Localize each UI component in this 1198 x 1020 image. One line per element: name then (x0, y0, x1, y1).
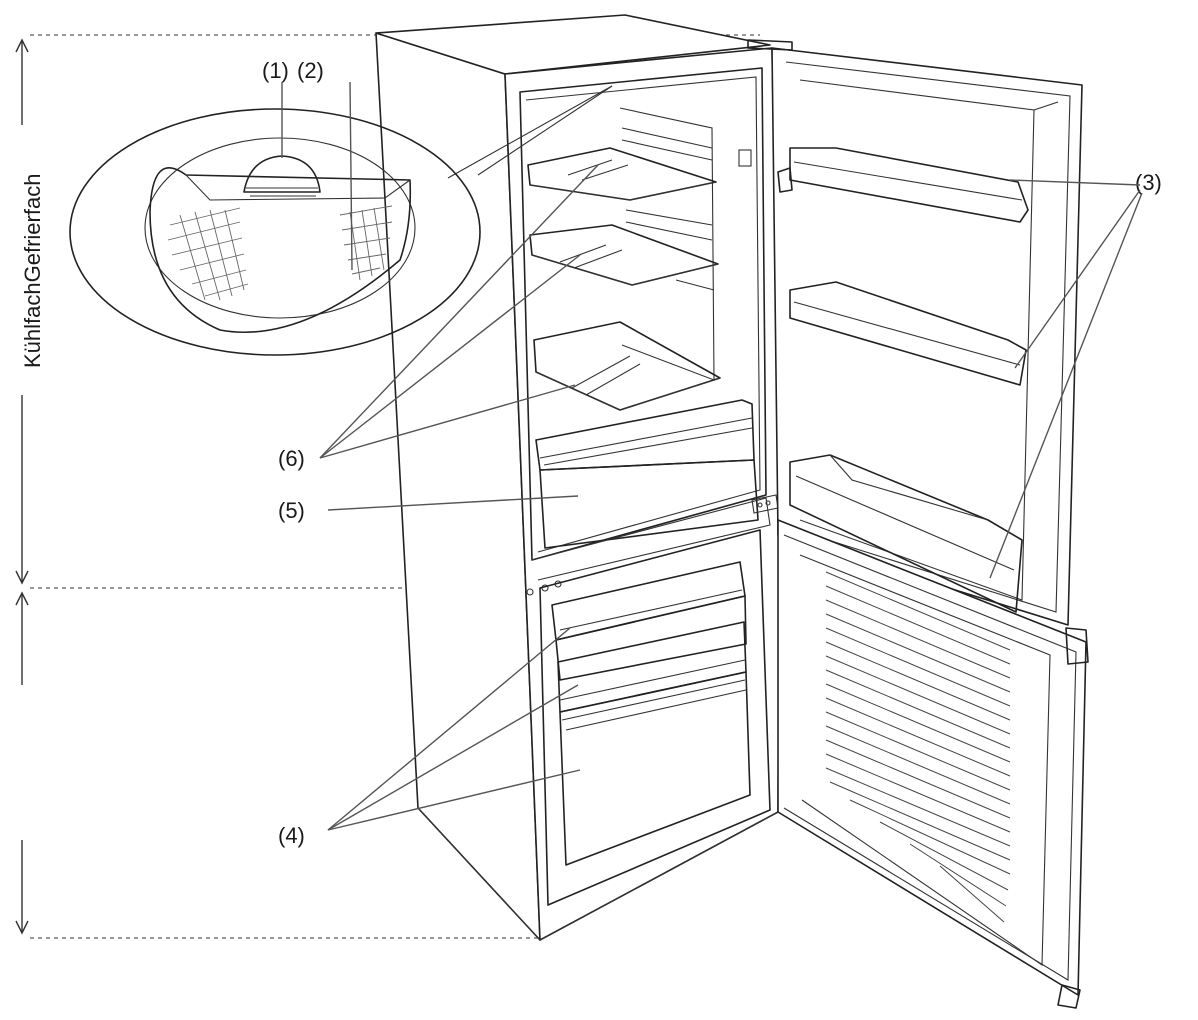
compartment-label: KühlfachGefrierfach (20, 174, 45, 368)
freezer-door (777, 519, 1089, 1009)
detail-inset: (1) (2) (69, 58, 613, 356)
control-knob (243, 155, 321, 193)
label-shelves: (6) (278, 446, 305, 471)
glass-shelves (527, 147, 721, 411)
label-light: (2) (297, 58, 324, 83)
crisper-drawer (535, 399, 759, 549)
evaporator-grill (825, 571, 1011, 923)
fridge-cabinet (375, 14, 781, 941)
label-freezer-drawers: (4) (278, 823, 305, 848)
door-shelves (777, 147, 1029, 613)
label-control-knob: (1) (262, 58, 289, 83)
fridge-door (747, 39, 1083, 626)
label-crisper: (5) (278, 498, 305, 523)
callouts: (3) (6) (5) (4) (278, 164, 1162, 848)
